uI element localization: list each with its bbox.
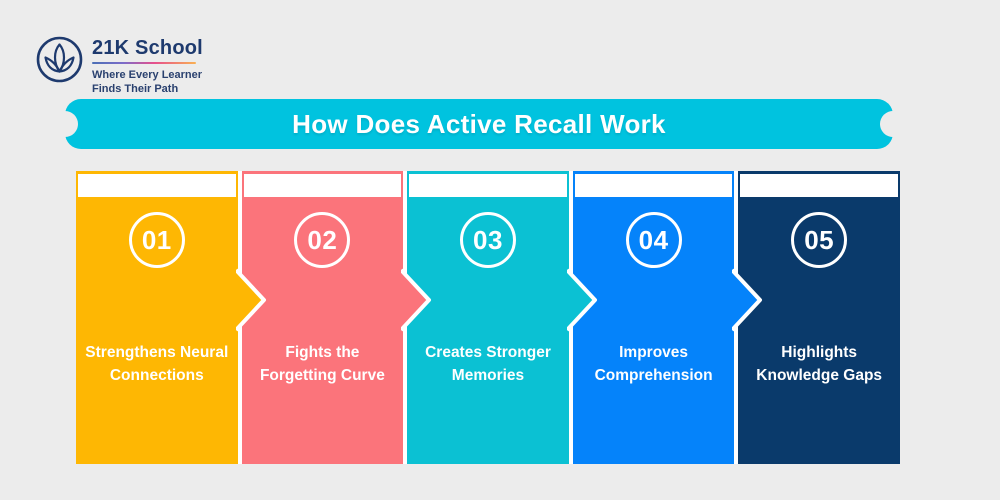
step-number-badge: 03 [459, 212, 516, 268]
step-card-5: 05 Highlights Knowledge Gaps [738, 171, 900, 464]
brand-name: 21K School [92, 37, 203, 59]
step-number-badge: 01 [128, 212, 185, 268]
tagline-line-1: Where Every Learner [92, 69, 203, 81]
step-number-badge: 04 [625, 212, 682, 268]
page-title: How Does Active Recall Work [292, 108, 666, 139]
step-label: Strengthens Neural Connections [85, 344, 229, 385]
chevron-right-icon [732, 268, 763, 332]
step-card-2: 02 Fights the Forgetting Curve [241, 171, 432, 464]
step-tab [572, 171, 735, 199]
brand-tagline: Where Every Learner Finds Their Path [92, 68, 203, 97]
step-label: Improves Comprehension [594, 344, 713, 385]
step-card-4: 04 Improves Comprehension [572, 171, 763, 464]
step-body: 05 Highlights Knowledge Gaps [738, 199, 900, 464]
step-number-badge: 05 [791, 212, 848, 268]
step-card-3: 03 Creates Stronger Memories [407, 171, 597, 464]
step-card-1: 01 Strengthens Neural Connections [76, 171, 266, 464]
title-banner: How Does Active Recall Work [52, 99, 906, 149]
brand-header: 21K School Where Every Learner Finds The… [36, 36, 203, 97]
chevron-right-icon [401, 268, 432, 332]
step-tab [241, 171, 404, 199]
brand-gradient-underline [92, 62, 196, 64]
step-tab [738, 171, 900, 199]
step-tab [76, 171, 238, 199]
step-label: Creates Stronger Memories [425, 344, 551, 385]
step-label: Highlights Knowledge Gaps [756, 344, 883, 385]
tagline-line-2: Finds Their Path [92, 83, 179, 96]
chevron-right-icon [235, 268, 266, 332]
step-body: 02 Fights the Forgetting Curve [241, 199, 432, 464]
step-body: 03 Creates Stronger Memories [407, 199, 597, 464]
step-body: 01 Strengthens Neural Connections [76, 199, 266, 464]
step-tab [407, 171, 569, 199]
step-number-badge: 02 [294, 212, 351, 268]
lotus-icon [36, 36, 83, 83]
steps-row: 01 Strengthens Neural Connections 02 Fig… [76, 171, 900, 464]
chevron-right-icon [566, 268, 597, 332]
step-label: Fights the Forgetting Curve [259, 344, 385, 385]
step-body: 04 Improves Comprehension [572, 199, 763, 464]
